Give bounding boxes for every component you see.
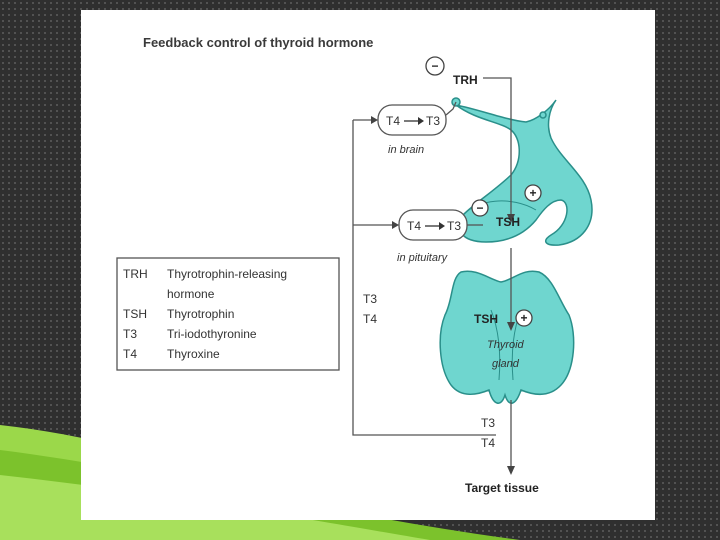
- tsh-arrowhead: [507, 322, 515, 331]
- legend-box: [116, 257, 340, 371]
- thyroid-caption-1: Thyroid: [487, 339, 525, 351]
- bottom-hormone-t4: T4: [481, 436, 495, 450]
- brain-to-hypothalamus-line: [445, 101, 457, 116]
- legend-abbr: T4: [123, 347, 137, 361]
- tsh-thyroid-label: TSH: [474, 312, 498, 326]
- trh-label: TRH: [453, 73, 478, 87]
- output-arrowhead: [507, 466, 515, 475]
- brain-to-label: T3: [426, 114, 440, 128]
- pituitary-illustration: [451, 97, 593, 246]
- legend-row: TSH Thyrotrophin: [123, 307, 234, 321]
- legend-text: Thyrotrophin-releasing: [167, 267, 287, 281]
- legend-abbr: T3: [123, 327, 137, 341]
- legend-text: Thyrotrophin: [167, 307, 234, 321]
- trh-inhibit-sign: [425, 56, 445, 76]
- pituitary-caption: in pituitary: [397, 252, 449, 264]
- pituitary-to-label: T3: [447, 219, 461, 233]
- legend-text: Tri-iodothyronine: [167, 327, 257, 341]
- brain-caption: in brain: [388, 144, 424, 156]
- thyroid-stimulate-sign: [515, 309, 533, 327]
- mid-hormone-t4: T4: [363, 312, 377, 326]
- brain-conversion-arrowhead: [418, 117, 424, 125]
- thyroid-plus-label: +: [520, 311, 527, 325]
- tsh-pituitary-label: TSH: [496, 215, 520, 229]
- legend-row: T4 Thyroxine: [123, 347, 220, 361]
- legend-text: Thyroxine: [167, 347, 220, 361]
- pituitary-inhibit-sign: [471, 199, 489, 217]
- legend-text: hormone: [167, 287, 215, 301]
- mid-hormone-t3: T3: [363, 292, 377, 306]
- target-tissue-label: Target tissue: [465, 481, 539, 495]
- brain-from-label: T4: [386, 114, 400, 128]
- pituitary-feedback-arrowhead: [392, 221, 399, 229]
- slide-canvas: Feedback control of thyroid hormone TRH …: [81, 10, 655, 520]
- thyroid-caption-2: gland: [492, 358, 520, 370]
- bottom-hormone-t3: T3: [481, 416, 495, 430]
- thyroid-gland-illustration: [439, 270, 575, 404]
- legend-abbr: TSH: [123, 307, 147, 321]
- legend-row: TRH Thyrotrophin-releasing: [123, 267, 287, 281]
- pituitary-from-label: T4: [407, 219, 421, 233]
- thyroid-feedback-diagram: Feedback control of thyroid hormone TRH …: [116, 35, 593, 495]
- brain-feedback-arrowhead: [371, 116, 378, 124]
- pituitary-conversion-arrowhead: [439, 222, 445, 230]
- legend-abbr: TRH: [123, 267, 148, 281]
- pituitary-stimulate-sign: [524, 184, 542, 202]
- legend-row: T3 Tri-iodothyronine: [123, 327, 257, 341]
- pituitary-minus-label: −: [476, 201, 483, 215]
- trh-arrowhead: [507, 214, 515, 223]
- pituitary-plus-label: +: [529, 186, 536, 200]
- trh-path: [483, 77, 512, 220]
- trh-minus-label: −: [431, 59, 438, 73]
- legend-row: hormone: [167, 287, 215, 301]
- diagram-title: Feedback control of thyroid hormone: [143, 35, 373, 50]
